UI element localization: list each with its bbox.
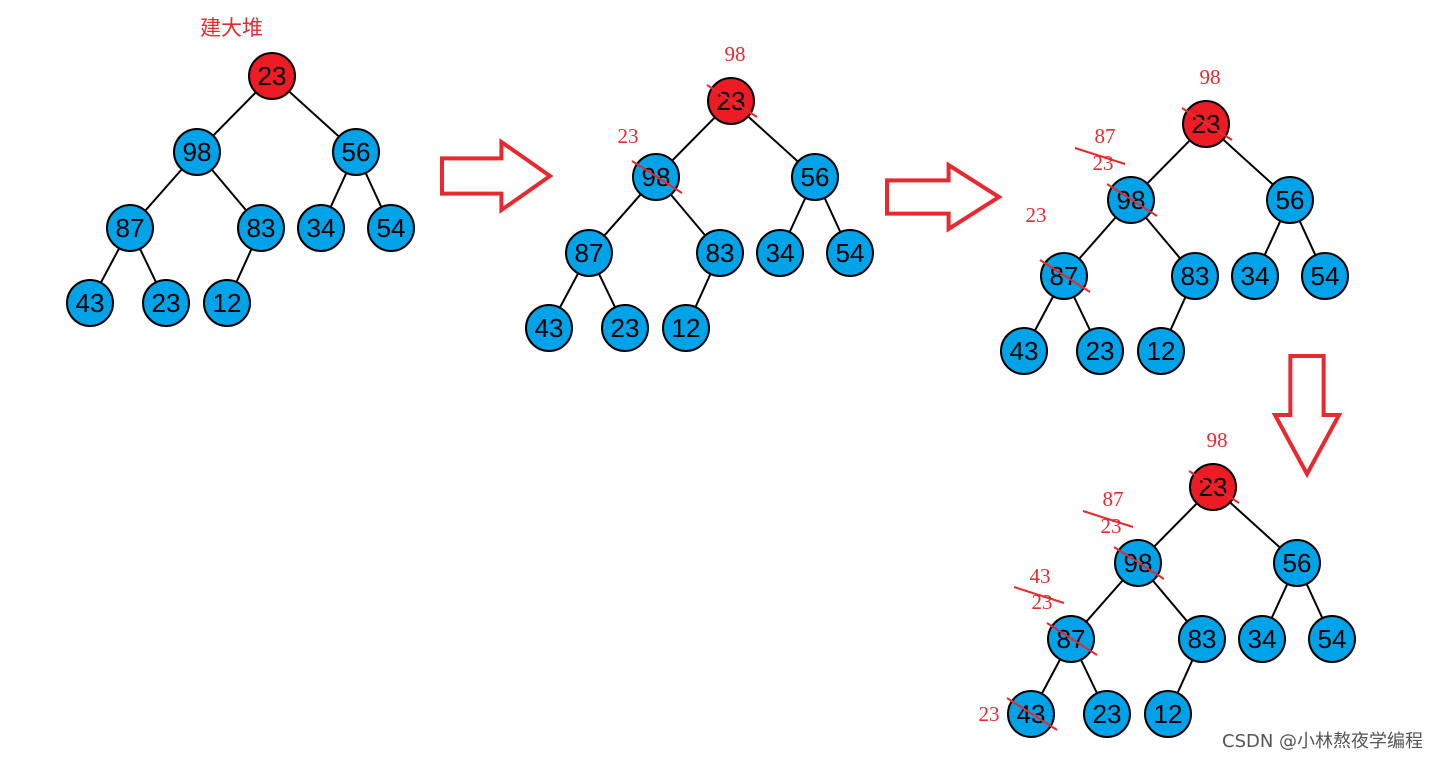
node-value: 83 (1181, 261, 1210, 291)
node-value: 12 (1154, 699, 1183, 729)
tree-node (791, 153, 839, 201)
node-value: 43 (76, 288, 105, 318)
node-value: 87 (116, 213, 145, 243)
strike-mark (1006, 697, 1058, 731)
tree-node (66, 279, 114, 327)
tree-node (756, 229, 804, 277)
node-value: 23 (611, 313, 640, 343)
diagram-title: 建大堆 (200, 16, 263, 40)
tree-node (1231, 252, 1279, 300)
tree-node (1000, 327, 1048, 375)
arrow-down-1 (1271, 354, 1343, 479)
tree-node (601, 304, 649, 352)
node-value: 23 (258, 61, 287, 91)
tree-node (525, 304, 573, 352)
tree-node (203, 279, 251, 327)
tree-node (1238, 615, 1286, 663)
node-value: 87 (575, 238, 604, 268)
node-value: 54 (1318, 624, 1347, 654)
tree-node (1171, 252, 1219, 300)
tree-node (565, 229, 613, 277)
annotation-value: 23 (1101, 514, 1122, 538)
annotation-value: 23 (1026, 203, 1047, 227)
annotation-value: 98 (1207, 428, 1228, 452)
strike-mark (1106, 183, 1158, 217)
tree-node (1076, 327, 1124, 375)
tree-node (1178, 615, 1226, 663)
node-value: 54 (377, 213, 406, 243)
node-value: 23 (152, 288, 181, 318)
watermark: CSDN @小林熬夜学编程 (1222, 731, 1423, 752)
node-value: 34 (766, 238, 795, 268)
node-value: 56 (1283, 548, 1312, 578)
annotation-value: 23 (618, 124, 639, 148)
node-value: 56 (1276, 185, 1305, 215)
tree-node (1308, 615, 1356, 663)
tree-1: 23 98 56 87 83 34 54 43 23 12 (66, 52, 415, 327)
node-value: 56 (342, 137, 371, 167)
strike-mark (1082, 510, 1134, 528)
node-value: 12 (672, 313, 701, 343)
node-value: 34 (307, 213, 336, 243)
strike-mark (706, 84, 758, 118)
tree-node (142, 279, 190, 327)
tree-node (173, 128, 221, 176)
node-value: 54 (1311, 261, 1340, 291)
tree-node (1137, 327, 1185, 375)
tree-node (1266, 176, 1314, 224)
tree-node (332, 128, 380, 176)
node-value: 43 (535, 313, 564, 343)
tree-node (662, 304, 710, 352)
tree-3: 2398568783345443231298872323 (1000, 65, 1349, 375)
tree-node (1144, 690, 1192, 738)
strike-mark (1188, 470, 1240, 504)
annotation-value: 98 (1200, 65, 1221, 89)
strike-mark (1046, 622, 1098, 656)
annotation-value: 23 (979, 702, 1000, 726)
strike-mark (1013, 586, 1065, 604)
tree-node (1301, 252, 1349, 300)
tree-4: 23985687833454432312988723432323 (979, 428, 1356, 738)
node-value: 34 (1241, 261, 1270, 291)
tree-node (826, 229, 874, 277)
strike-mark (1113, 546, 1165, 580)
node-value: 54 (836, 238, 865, 268)
strike-mark (1181, 107, 1233, 141)
root-node (248, 52, 296, 100)
tree-node (1273, 539, 1321, 587)
tree-node (367, 204, 415, 252)
node-value: 98 (183, 137, 212, 167)
annotation-value: 87 (1103, 487, 1124, 511)
tree-node (237, 204, 285, 252)
node-value: 12 (213, 288, 242, 318)
tree-2: 239856878334544323129823 (525, 42, 874, 352)
node-value: 83 (247, 213, 276, 243)
tree-node (1083, 690, 1131, 738)
annotation-value: 98 (725, 42, 746, 66)
node-value: 23 (1086, 336, 1115, 366)
strike-mark (1039, 259, 1091, 293)
node-value: 43 (1010, 336, 1039, 366)
strike-mark (631, 160, 683, 194)
node-value: 83 (706, 238, 735, 268)
node-value: 83 (1188, 624, 1217, 654)
node-value: 34 (1248, 624, 1277, 654)
node-value: 23 (1093, 699, 1122, 729)
strike-mark (1074, 147, 1126, 165)
arrow-right-1 (440, 138, 554, 214)
node-value: 56 (801, 162, 830, 192)
annotation-value: 43 (1030, 564, 1051, 588)
tree-node (297, 204, 345, 252)
tree-node (106, 204, 154, 252)
annotation-value: 23 (1032, 590, 1053, 614)
node-value: 12 (1147, 336, 1176, 366)
tree-node (696, 229, 744, 277)
annotation-value: 87 (1095, 124, 1116, 148)
arrow-right-2 (885, 161, 1003, 233)
annotation-value: 23 (1093, 151, 1114, 175)
